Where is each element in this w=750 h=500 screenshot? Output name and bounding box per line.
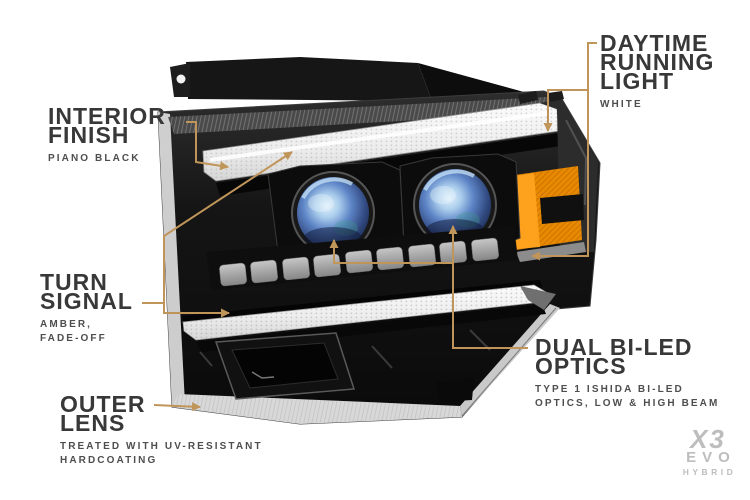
line-drl-lower xyxy=(531,90,589,261)
callout-subtitle-line: OPTICS, LOW & HIGH BEAM xyxy=(535,398,720,409)
callout-subtitle-line: TREATED WITH UV-RESISTANT xyxy=(60,441,263,452)
callout-title-line: RUNNING xyxy=(600,49,715,75)
callout-outer-lens: OUTER LENS TREATED WITH UV-RESISTANT HAR… xyxy=(60,391,263,468)
callout-subtitle-line: FADE-OFF xyxy=(40,333,107,344)
callout-subtitle-line: AMBER, xyxy=(40,319,93,330)
callout-subtitle-line: HARDCOATING xyxy=(60,455,158,466)
logo-xb: X3 xyxy=(690,424,726,454)
callout-dual-bi-led-optics: DUAL BI-LED OPTICS TYPE 1 ISHIDA BI-LED … xyxy=(535,334,720,411)
top-lens-band xyxy=(168,97,556,134)
line-optics-left xyxy=(329,239,453,264)
callout-title-line: FINISH xyxy=(48,122,130,148)
logo-xb-evo-hybrid: X3 EVO HYBRID xyxy=(668,424,748,477)
amber-turn-signal-reflector xyxy=(508,166,586,262)
callout-title-line: DAYTIME xyxy=(600,30,709,56)
line-outer-lens xyxy=(153,402,201,412)
callout-title-line: INTERIOR xyxy=(48,103,166,129)
callout-turn-signal: TURN SIGNAL AMBER, FADE-OFF xyxy=(40,269,133,346)
line-turn-signal-lower xyxy=(163,303,230,318)
callout-title-line: TURN xyxy=(40,269,108,295)
callout-title-line: LIGHT xyxy=(600,68,674,94)
callout-lines xyxy=(142,42,597,412)
lens-left-edge xyxy=(158,112,185,407)
line-optics-right xyxy=(448,225,528,349)
callout-interior-finish: INTERIOR FINISH PIANO BLACK xyxy=(48,103,166,166)
logo-evo: EVO xyxy=(686,449,736,466)
chrome-fins xyxy=(206,226,518,290)
callout-daytime-running-light: DAYTIME RUNNING LIGHT WHITE xyxy=(600,30,715,112)
headlight-illustration xyxy=(157,57,601,425)
callout-subtitle-line: PIANO BLACK xyxy=(48,153,141,164)
callout-title-line: LENS xyxy=(60,410,126,436)
callout-title-line: OPTICS xyxy=(535,353,627,379)
housing-details xyxy=(199,307,557,417)
logo-hybrid: HYBRID xyxy=(682,467,737,477)
callout-subtitle-line: TYPE 1 ISHIDA BI-LED xyxy=(535,384,684,395)
bracket-hole xyxy=(176,74,186,84)
lower-recess-panel xyxy=(214,332,356,400)
callout-subtitle-line: WHITE xyxy=(600,99,643,110)
callout-title-line: OUTER xyxy=(60,391,146,417)
mounting-bracket xyxy=(170,57,524,102)
callout-title-line: DUAL BI-LED xyxy=(535,334,693,360)
callout-title-line: SIGNAL xyxy=(40,288,133,314)
line-interior-finish xyxy=(186,121,229,171)
line-turn-signal-upper xyxy=(142,151,293,304)
